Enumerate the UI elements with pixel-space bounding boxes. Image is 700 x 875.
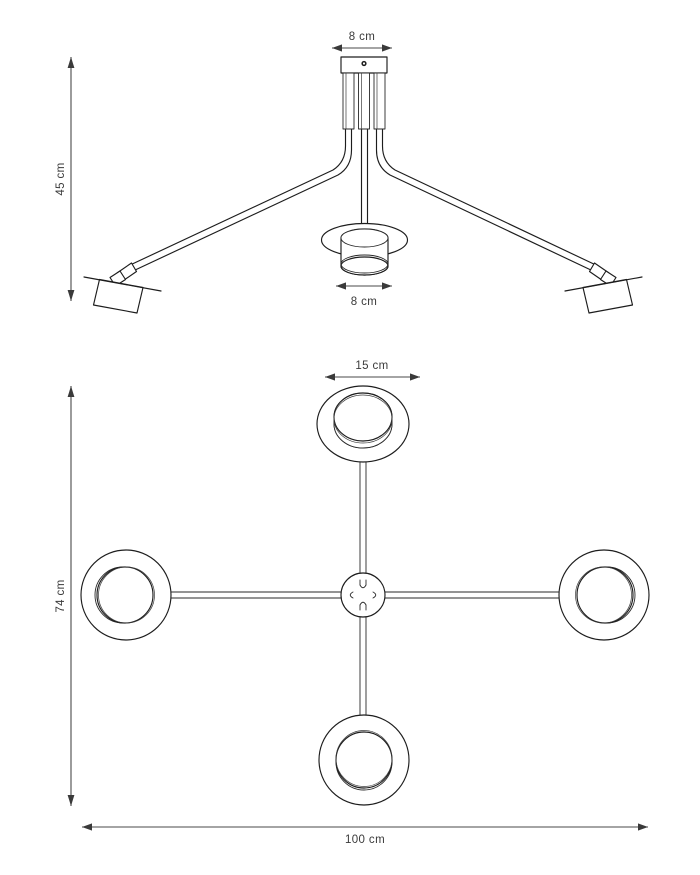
canopy-width-dimension: [332, 44, 392, 52]
shade-diameter-dimension: [336, 282, 392, 290]
side-elevation-view: [67, 44, 643, 314]
lamp-head-bottom-plan: [318, 714, 410, 806]
plan-height-label: 74 cm: [55, 579, 67, 612]
plan-width-dimension: [82, 823, 648, 831]
ceiling-canopy: [340, 56, 388, 130]
lamp-head-left-side: [83, 262, 162, 314]
lamp-head-right-side: [564, 262, 643, 314]
canopy-width-label: 8 cm: [349, 31, 376, 43]
overall-height-dimension: [67, 57, 75, 301]
lamp-head-right-plan: [558, 549, 650, 641]
shade-diameter-label: 8 cm: [351, 296, 378, 308]
support-arms: [127, 126, 599, 272]
plan-width-label: 100 cm: [345, 834, 385, 846]
overall-height-label: 45 cm: [55, 162, 67, 195]
lamp-head-top-plan: [316, 385, 410, 463]
bottom-plan-view: [67, 373, 650, 831]
plan-height-dimension: [67, 386, 75, 806]
head-diameter-dimension: [325, 373, 420, 381]
lamp-head-left-plan: [80, 549, 172, 641]
central-downlight: [320, 222, 409, 276]
head-diameter-label: 15 cm: [355, 360, 388, 372]
plan-center-hub: [340, 572, 386, 618]
